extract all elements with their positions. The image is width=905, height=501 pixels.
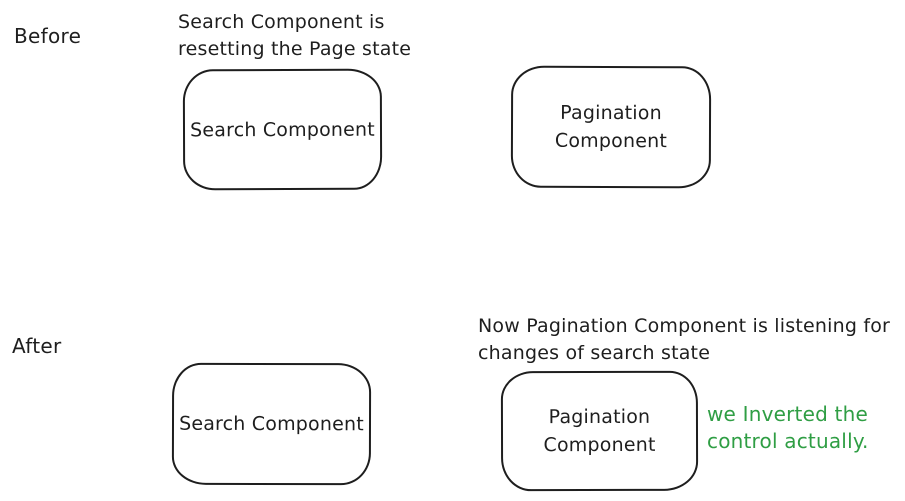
before-caption-line-2: resetting the Page state [178,38,412,60]
before-caption-line-1: Search Component is [178,11,385,33]
search-component-box-before-label: Search Component [190,118,375,141]
after-section-label: After [12,334,62,358]
search-component-box-after-label: Search Component [179,412,364,436]
pagination-component-box-before-label: Pagination Component [554,101,668,153]
pagination-component-box-before: Pagination Component [510,65,712,189]
inversion-of-control-note: we Inverted the control actually. [707,401,869,455]
inversion-note-line-2: control actually. [707,429,869,453]
before-caption: Search Component is resetting the Page s… [178,9,411,63]
pagination-component-box-after-label: Pagination Component [543,405,656,457]
after-caption-line-2: changes of search state [478,342,711,364]
before-section-label: Before [14,24,82,48]
after-caption: Now Pagination Component is listening fo… [478,313,890,367]
inversion-note-line-1: we Inverted the [707,402,868,426]
search-component-box-before: Search Component [182,68,383,191]
after-caption-line-1: Now Pagination Component is listening fo… [478,315,891,337]
pagination-component-box-after: Pagination Component [500,370,699,492]
search-component-box-after: Search Component [171,362,372,486]
